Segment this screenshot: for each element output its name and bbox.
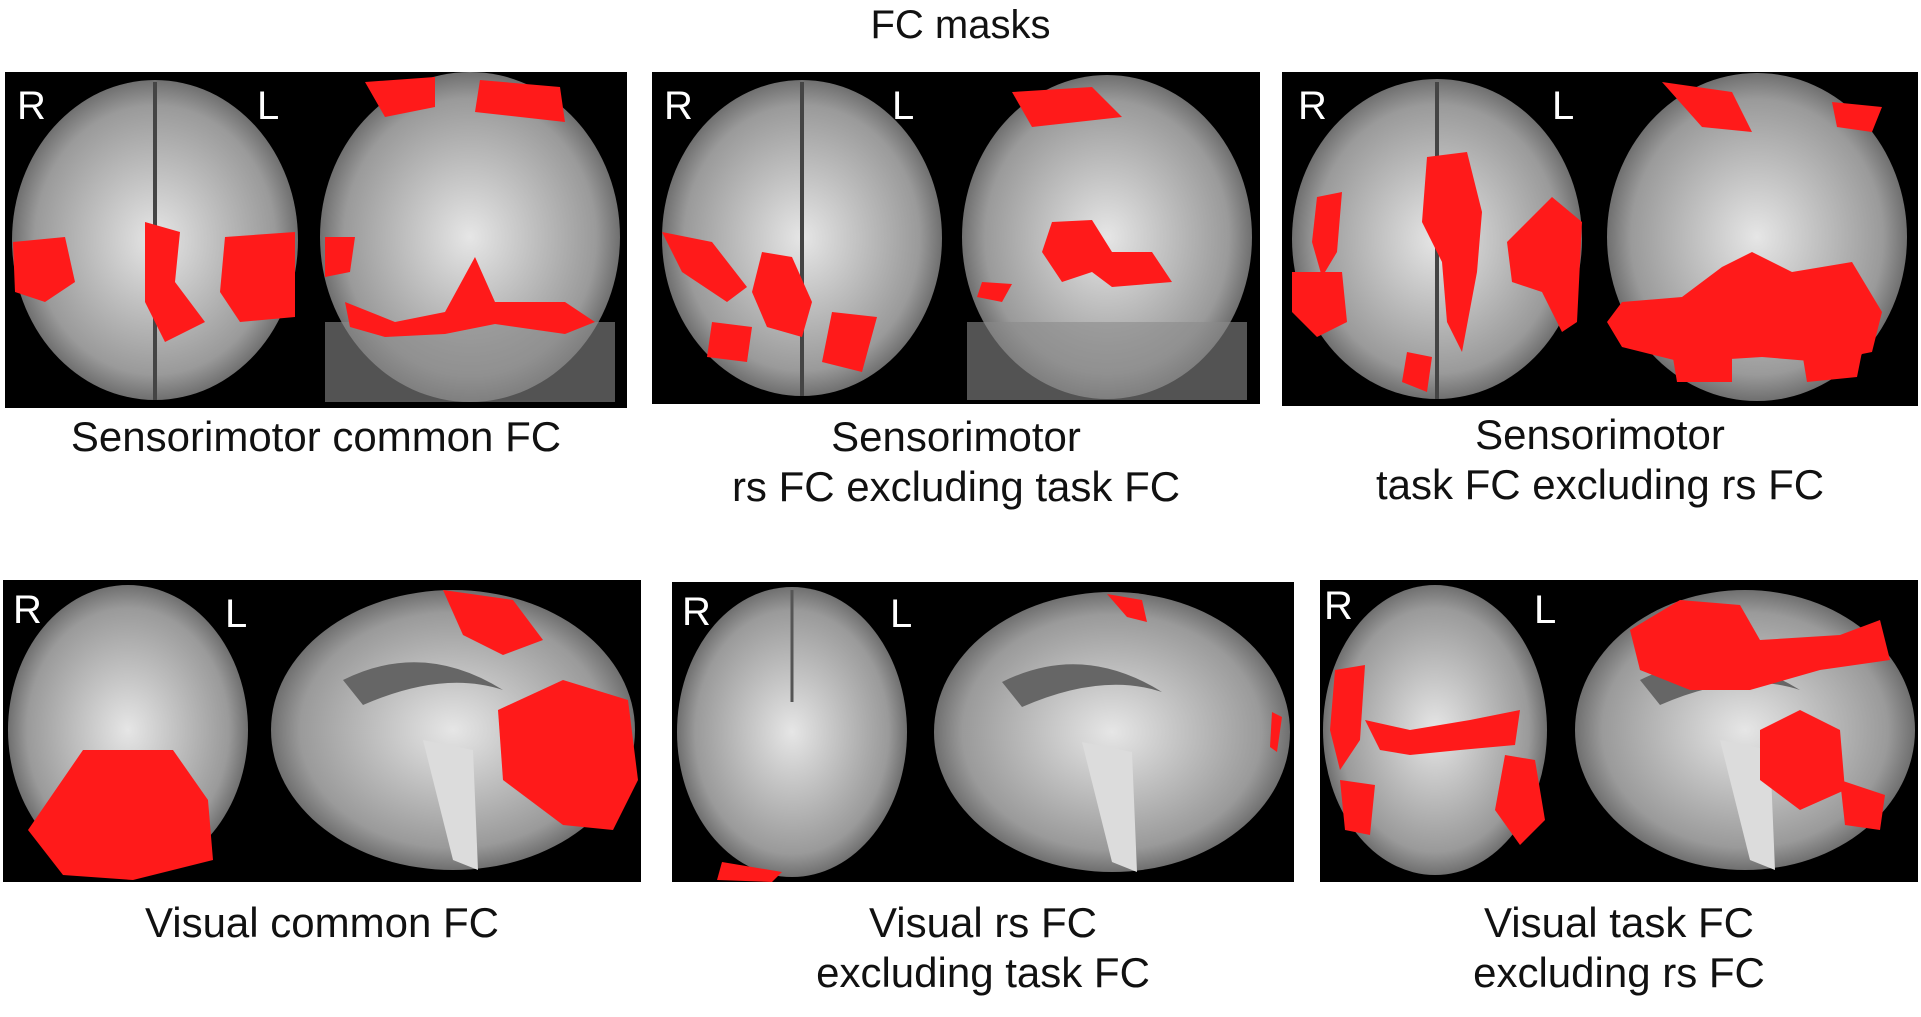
left-hemisphere-label: L <box>890 592 913 636</box>
panel-sensorimotor-task-excl-rs: R L <box>1282 72 1918 406</box>
left-hemisphere-label: L <box>1534 588 1557 632</box>
panel-sensorimotor-common: R L <box>5 72 627 408</box>
brain-slices-image <box>1323 585 1915 875</box>
panel-visual-common: R L <box>3 580 641 882</box>
left-hemisphere-label: L <box>892 84 915 128</box>
caption-visual-common: Visual common FC <box>144 899 499 946</box>
right-hemisphere-label: R <box>13 588 42 632</box>
right-hemisphere-label: R <box>682 590 711 634</box>
caption-sensorimotor-task-excl-rs: Sensorimotor task FC excluding rs FC <box>1375 411 1825 508</box>
brain-slices-image <box>662 75 1252 400</box>
brain-slices-image <box>677 587 1290 882</box>
figure-title: FC masks <box>870 3 1051 47</box>
brain-slices-image <box>12 72 620 402</box>
right-hemisphere-label: R <box>17 84 46 128</box>
right-hemisphere-label: R <box>1298 84 1327 128</box>
caption-visual-rs-excl-task: Visual rs FC excluding task FC <box>816 899 1150 996</box>
caption-visual-task-excl-rs: Visual task FC excluding rs FC <box>1473 899 1765 996</box>
left-hemisphere-label: L <box>1552 84 1575 128</box>
panel-visual-task-excl-rs: R L <box>1320 580 1918 882</box>
panel-visual-rs-excl-task: R L <box>672 582 1294 882</box>
caption-sensorimotor-common: Sensorimotor common FC <box>70 413 562 460</box>
left-hemisphere-label: L <box>257 84 280 128</box>
right-hemisphere-label: R <box>664 84 693 128</box>
left-hemisphere-label: L <box>225 592 248 636</box>
brain-slices-image <box>1292 73 1907 401</box>
caption-sensorimotor-rs-excl-task: Sensorimotor rs FC excluding task FC <box>731 413 1181 510</box>
right-hemisphere-label: R <box>1324 584 1353 628</box>
brain-slices-image <box>8 585 638 880</box>
panel-sensorimotor-rs-excl-task: R L <box>652 72 1260 404</box>
